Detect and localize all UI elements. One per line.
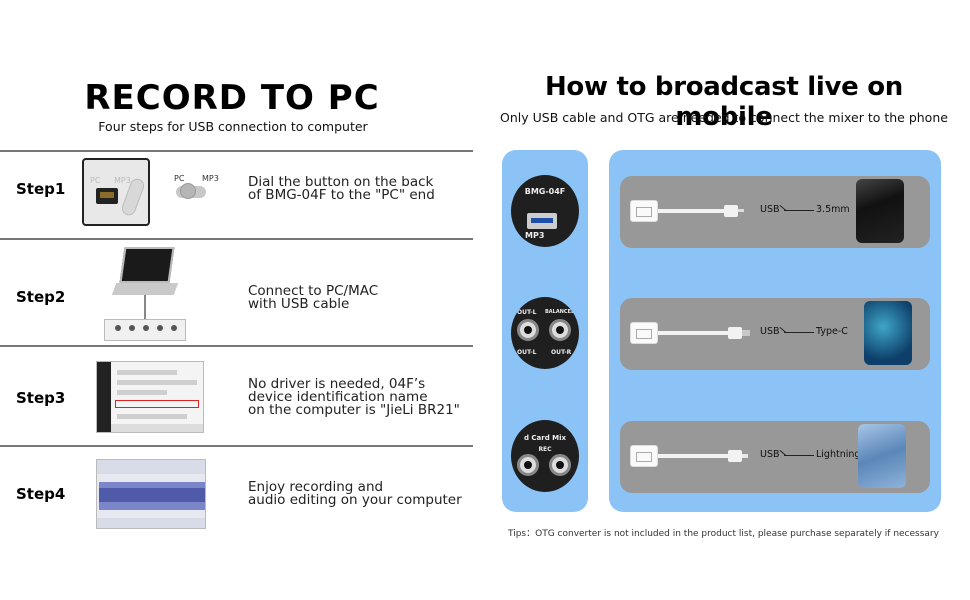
- laptop-keyboard: [111, 283, 179, 295]
- out-r-label: OUT-R: [551, 349, 572, 356]
- usb-a-port-icon: [527, 213, 557, 229]
- switch-knob-icon: [180, 183, 196, 199]
- divider: [0, 238, 473, 240]
- tips-note: Tips：OTG converter is not included in th…: [508, 529, 939, 539]
- back-panel-pc-label: PC: [90, 176, 101, 185]
- card-mix-label: d Card Mix: [523, 434, 567, 442]
- pc-mp3-switch: PC MP3: [162, 174, 232, 204]
- laptop-icon: [119, 247, 175, 283]
- step1-label: Step1: [16, 180, 66, 198]
- port-model-label: BMG-04F: [524, 187, 566, 196]
- step4-label: Step4: [16, 485, 66, 503]
- port-mp3-label: MP3: [525, 231, 545, 240]
- balanced-label: BALANCED: [545, 309, 576, 315]
- iphone-icon: [856, 179, 904, 243]
- back-panel-mp3-label: MP3: [114, 176, 131, 185]
- divider: [0, 445, 473, 447]
- jack-icon: [549, 454, 571, 476]
- jack-icon: [517, 454, 539, 476]
- mixer-back-panel-image: PC MP3: [82, 158, 150, 226]
- broadcast-subtitle: Only USB cable and OTG are needed to con…: [500, 110, 948, 125]
- broadcast-title: How to broadcast live on mobile: [544, 72, 904, 132]
- plug-icon: [728, 327, 742, 339]
- usb-label: USB: [760, 449, 780, 460]
- cable-row-lightning: USB Lightning: [620, 421, 930, 493]
- output-jacks-closeup: OUT-L BALANCED OUT-L OUT-R: [511, 297, 579, 369]
- cable-wire: [658, 209, 728, 213]
- android-phone-icon: [864, 301, 912, 365]
- step3-label: Step3: [16, 389, 66, 407]
- usb-port-icon: [96, 188, 118, 204]
- step2-label: Step2: [16, 288, 66, 306]
- switch-mp3-label: MP3: [202, 174, 219, 183]
- cable-row-type-c: USB Type-C: [620, 298, 930, 370]
- plug-icon: [728, 450, 742, 462]
- iphone-blue-icon: [858, 424, 906, 488]
- usb-cable: [144, 295, 146, 319]
- rec-jacks-closeup: d Card Mix REC: [511, 420, 579, 492]
- out-l-bottom-label: OUT-L: [517, 349, 537, 356]
- divider: [0, 150, 473, 152]
- mixer-icon: [104, 319, 186, 341]
- device-settings-screenshot: [96, 361, 204, 433]
- connector-label-3-5mm: 3.5mm: [816, 204, 850, 215]
- switch-pc-label: PC: [174, 174, 185, 183]
- audio-editor-screenshot: [96, 459, 206, 529]
- step2-description: Connect to PC/MAC with USB cable: [248, 283, 379, 312]
- device-selection-highlight: [115, 400, 199, 408]
- out-l-label: OUT-L: [517, 309, 537, 316]
- otg-adapter-icon: [630, 322, 658, 344]
- connector-label-type-c: Type-C: [816, 326, 848, 337]
- jack-icon: [549, 319, 571, 341]
- cable-row-3-5mm: USB 3.5mm: [620, 176, 930, 248]
- step4-description: Enjoy recording and audio editing on you…: [248, 479, 462, 508]
- usb-label: USB: [760, 204, 780, 215]
- usb-port-closeup: BMG-04F MP3: [511, 175, 579, 247]
- step1-description: Dial the button on the back of BMG-04F t…: [248, 174, 435, 203]
- connector-label-lightning: Lightning: [816, 449, 861, 460]
- cable-wire: [658, 331, 732, 335]
- record-to-pc-title: RECORD TO PC: [84, 78, 380, 118]
- divider: [0, 345, 473, 347]
- rec-label: REC: [538, 446, 552, 453]
- laptop-mixer-image: [100, 243, 188, 343]
- otg-adapter-icon: [630, 445, 658, 467]
- cable-wire: [658, 454, 732, 458]
- step3-description: No driver is needed, 04F’s device identi…: [248, 376, 460, 418]
- plug-icon: [724, 205, 738, 217]
- otg-adapter-icon: [630, 200, 658, 222]
- record-to-pc-subtitle: Four steps for USB connection to compute…: [98, 119, 368, 134]
- usb-label: USB: [760, 326, 780, 337]
- jack-icon: [517, 319, 539, 341]
